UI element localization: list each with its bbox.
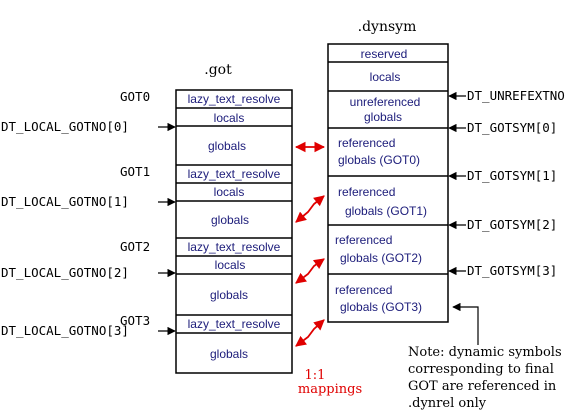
dt-gotsym-label: DT_GOTSYM[2] (467, 217, 557, 232)
got-section-label: GOT2 (120, 239, 150, 254)
mapping-arrow-icon (295, 258, 325, 284)
dynsym-cell-referenced-got0: referenced (338, 136, 395, 150)
mapping-label: mappings (298, 382, 362, 397)
dt-local-gotno-label: DT_LOCAL_GOTNO[1] (1, 194, 129, 209)
dt-gotsym-label: DT_GOTSYM[3] (467, 263, 557, 278)
dt-local-gotno-label: DT_LOCAL_GOTNO[2] (1, 265, 129, 280)
dynsym-cell-unreferenced: unreferenced (350, 95, 421, 109)
mapping-label: 1:1 (305, 368, 326, 383)
dynsym-cell-locals: locals (370, 70, 401, 84)
dt-gotsym-label: DT_GOTSYM[1] (467, 168, 557, 183)
dynsym-cell-reserved: reserved (361, 47, 408, 61)
got-cell-locals: locals (214, 111, 245, 125)
mapping-arrow-icon (295, 319, 325, 347)
dynsym-cell-referenced-got3: globals (GOT3) (340, 300, 422, 314)
note-text: corresponding to final (408, 362, 554, 377)
got-cell-locals: locals (214, 185, 245, 199)
got-cell-globals: globals (210, 288, 248, 302)
got-cell-lazy-text-resolve: lazy_text_resolve (188, 92, 281, 106)
dynsym-cell-referenced-got2: globals (GOT2) (340, 251, 422, 265)
note-text: GOT are referenced in (408, 379, 557, 394)
got-cell-lazy-text-resolve: lazy_text_resolve (188, 167, 281, 181)
dynsym-cell-referenced-got1: globals (GOT1) (345, 204, 427, 218)
got-section-label: GOT3 (120, 313, 150, 328)
got-table: lazy_text_resolve locals globals lazy_te… (175, 89, 293, 374)
got-cell-lazy-text-resolve: lazy_text_resolve (188, 240, 281, 254)
got-cell-lazy-text-resolve: lazy_text_resolve (188, 317, 281, 331)
dynsym-cell-referenced-got0: globals (GOT0) (338, 153, 420, 167)
got-frame (175, 89, 293, 374)
dt-unrefextno-label: DT_UNREFEXTNO (467, 88, 565, 103)
dynsym-cell-referenced-got1: referenced (338, 185, 395, 199)
dynsym-cell-referenced-got3: referenced (335, 283, 392, 297)
dynsym-table: reserved locals unreferenced globals ref… (327, 43, 449, 323)
got-section-label: GOT0 (120, 89, 150, 104)
got-cell-globals: globals (211, 213, 249, 227)
got-cell-globals: globals (210, 347, 248, 361)
dynsym-cell-unreferenced: globals (364, 110, 402, 124)
dynsym-title: .dynsym (358, 19, 417, 35)
dt-local-gotno-label: DT_LOCAL_GOTNO[3] (1, 323, 129, 338)
got-cell-globals: globals (208, 139, 246, 153)
got-section-label: GOT1 (120, 164, 150, 179)
got-cell-locals: locals (215, 258, 246, 272)
note-text: Note: dynamic symbols (408, 345, 562, 360)
dynsym-frame (327, 43, 449, 323)
note-arrow-icon (452, 302, 479, 345)
got-title: .got (204, 62, 232, 78)
mapping-arrow-icon (295, 195, 325, 223)
dt-gotsym-label: DT_GOTSYM[0] (467, 120, 557, 135)
dynsym-cell-referenced-got2: referenced (335, 233, 392, 247)
note-text: .dynrel only (408, 396, 487, 411)
dt-local-gotno-label: DT_LOCAL_GOTNO[0] (1, 119, 129, 134)
